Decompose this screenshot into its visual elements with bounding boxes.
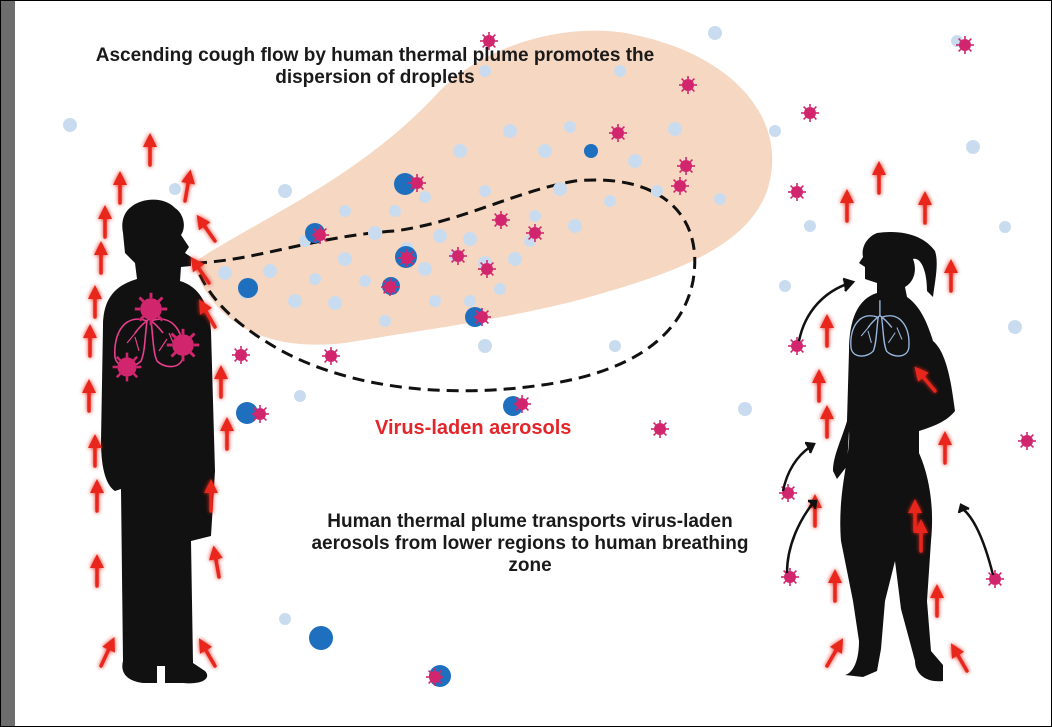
thermal-plume-caption: Human thermal plume transports virus-lad… [305, 511, 755, 577]
diagram-canvas [15, 1, 1051, 726]
figure-panel: Ascending cough flow by human thermal pl… [15, 1, 1051, 726]
cough-flow-caption: Ascending cough flow by human thermal pl… [55, 45, 695, 89]
aerosols-caption: Virus-laden aerosols [375, 417, 675, 439]
